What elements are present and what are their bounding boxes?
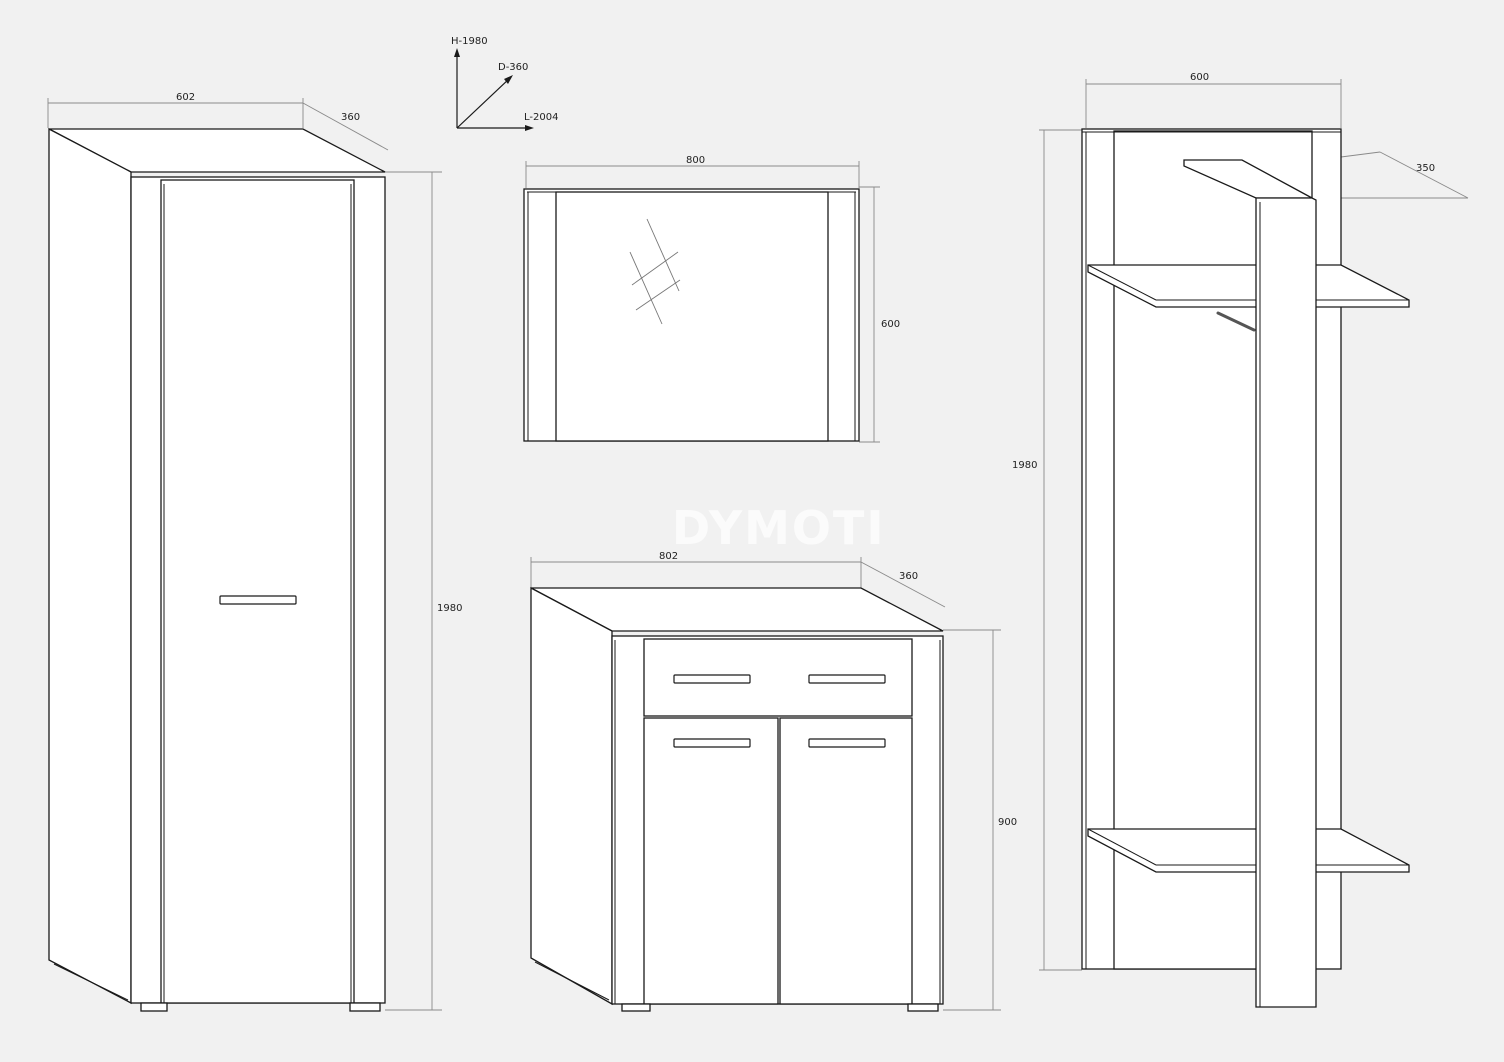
- door-handle-left: [673, 738, 751, 748]
- mirror-reflection-marks: [629, 218, 681, 325]
- mirror-height-label: 600: [881, 319, 900, 330]
- dresser-door-left: [643, 717, 779, 1005]
- hanger-depth-label: 350: [1416, 163, 1435, 174]
- wardrobe-handle: [219, 595, 297, 605]
- axis-depth-label: D-360: [498, 62, 528, 73]
- dresser-door-right: [779, 717, 913, 1005]
- watermark: DYMOTI: [672, 501, 886, 555]
- axis-length-label: L-2004: [524, 112, 558, 123]
- hanger-front-upright: [1255, 197, 1317, 1008]
- axis-indicator: H-1980 D-360 L-2004: [451, 36, 558, 131]
- hanger-lower-shelf: [1087, 828, 1410, 873]
- wardrobe-foot-right: [349, 1002, 381, 1012]
- mirror: 800 600: [523, 155, 900, 443]
- dresser-side: [530, 586, 613, 1006]
- wardrobe-height-label: 1980: [437, 603, 462, 614]
- wardrobe-door: [160, 179, 355, 1004]
- mirror-glass: [555, 191, 829, 442]
- door-handle-right: [808, 738, 886, 748]
- dresser-foot-right: [907, 1003, 939, 1012]
- drawer-handle-left: [673, 674, 751, 684]
- hanger-height-label: 1980: [1012, 460, 1037, 471]
- wardrobe-width-label: 602: [176, 92, 195, 103]
- wardrobe-foot-left: [140, 1002, 168, 1012]
- dresser-foot-left: [621, 1003, 651, 1012]
- dresser-height-label: 900: [998, 817, 1017, 828]
- hanger-rod: [1216, 311, 1256, 332]
- hanger-upper-shelf: [1087, 264, 1410, 308]
- dresser: 802 360 900: [530, 551, 1017, 1012]
- wardrobe-side: [48, 127, 132, 1005]
- wardrobe-depth-label: 360: [341, 112, 360, 123]
- axis-height-label: H-1980: [451, 36, 488, 47]
- mirror-width-label: 800: [686, 155, 705, 166]
- coat-hanger: 600 350 1980: [1012, 72, 1469, 1008]
- dresser-width-label: 802: [659, 551, 678, 562]
- hanger-width-label: 600: [1190, 72, 1209, 83]
- dresser-depth-label: 360: [899, 571, 918, 582]
- drawer-handle-right: [808, 674, 886, 684]
- wardrobe: 602 360 1980: [47, 92, 462, 1012]
